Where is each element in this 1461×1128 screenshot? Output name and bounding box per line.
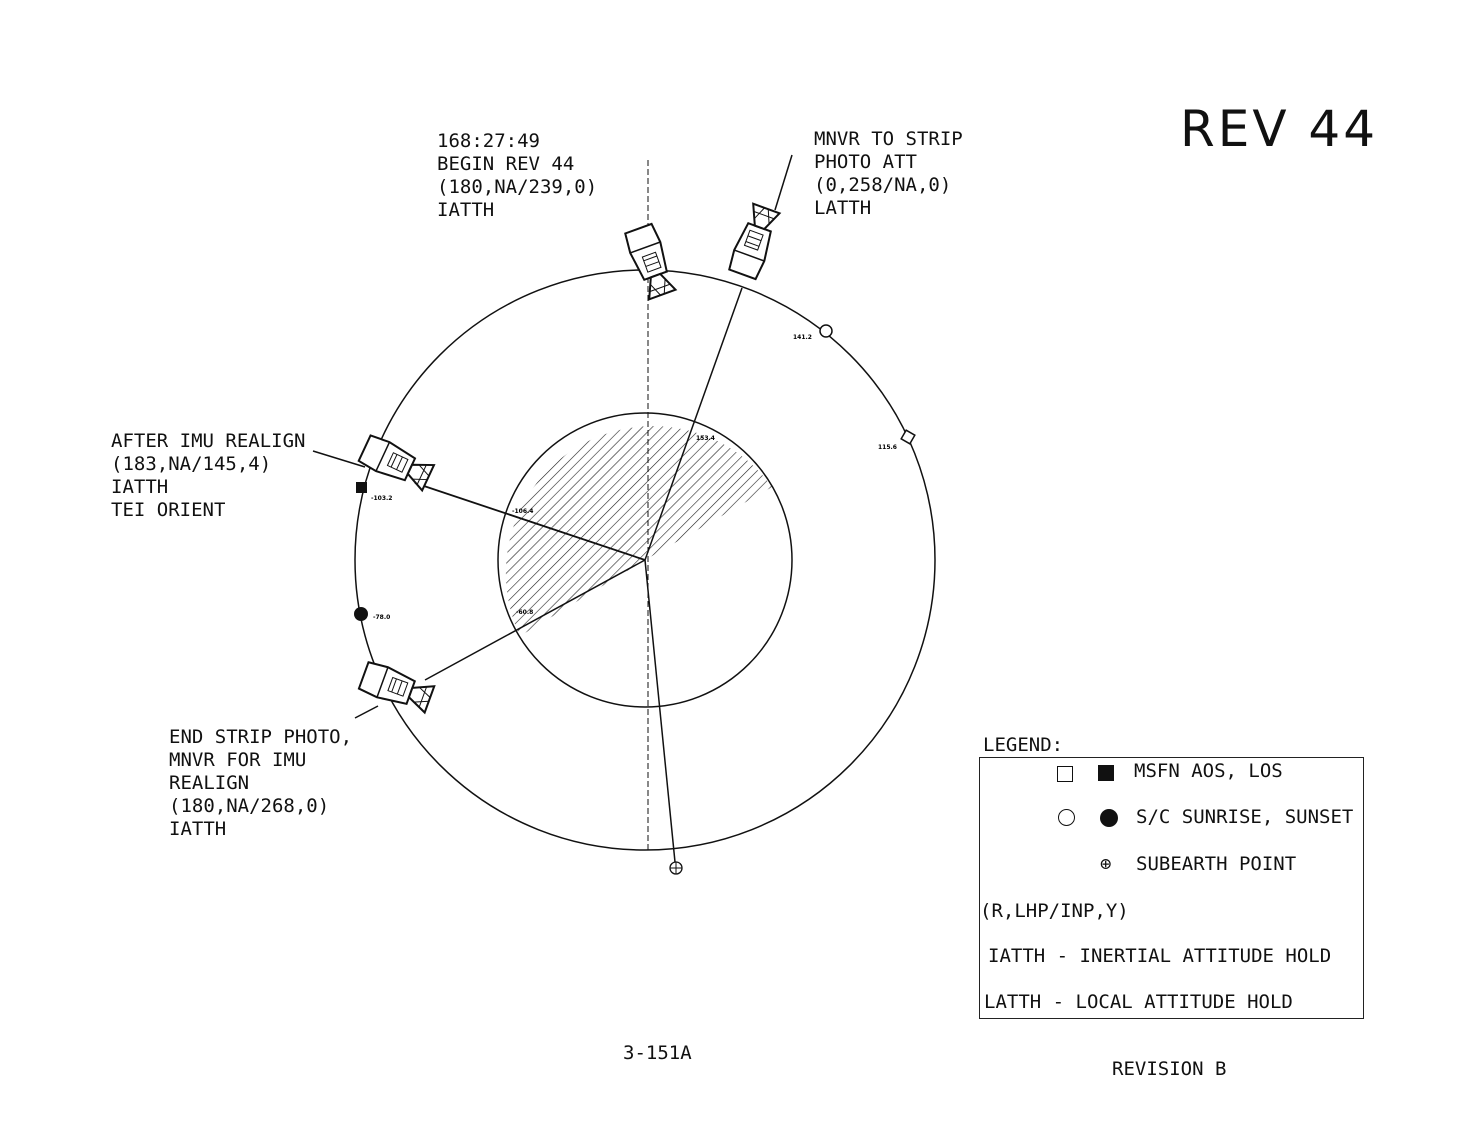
open-circle-icon <box>1058 809 1075 826</box>
shadow-region <box>505 426 772 636</box>
legend-iatth: IATTH - INERTIAL ATTITUDE HOLD <box>988 945 1332 967</box>
subearth-point-icon <box>669 861 683 875</box>
open-square-icon <box>1057 766 1073 782</box>
sunrise-time: 141.2 <box>793 334 812 341</box>
filled-circle-icon <box>1100 809 1118 827</box>
revision-label: REVISION B <box>1112 1058 1227 1080</box>
page-title: REV 44 <box>1180 100 1379 158</box>
sunset-time: -78.0 <box>373 614 390 621</box>
legend-msfn: MSFN AOS, LOS <box>1134 760 1283 782</box>
filled-square-icon <box>1098 765 1114 781</box>
inner-label-c: -60.8 <box>516 609 533 616</box>
los-marker-icon <box>356 482 367 493</box>
inner-label-a: 153.4 <box>696 435 715 442</box>
legend-format: (R,LHP/INP,Y) <box>980 900 1129 922</box>
subearth-icon: ⊕ <box>1100 853 1112 875</box>
legend-heading: LEGEND: <box>983 734 1064 756</box>
subearth-line <box>644 559 676 863</box>
spacecraft-icon <box>726 202 783 281</box>
aos-time: 115.6 <box>878 444 897 451</box>
legend-subearth: SUBEARTH POINT <box>1136 853 1297 875</box>
moon-circle <box>497 412 793 708</box>
sunrise-marker-icon <box>819 324 833 338</box>
spacecraft-icon <box>357 659 436 716</box>
sunset-marker-icon <box>354 607 368 621</box>
los-time: -103.2 <box>371 495 392 502</box>
inner-label-b: -106.4 <box>512 508 533 515</box>
legend: MSFN AOS, LOS S/C SUNRISE, SUNSET ⊕ SUBE… <box>979 757 1364 1019</box>
page-number: 3-151A <box>623 1042 692 1064</box>
legend-sun: S/C SUNRISE, SUNSET <box>1136 806 1354 828</box>
spacecraft-icon <box>622 222 679 301</box>
legend-latth: LATTH - LOCAL ATTITUDE HOLD <box>984 991 1293 1013</box>
spacecraft-icon <box>356 432 436 494</box>
aos-marker-icon <box>900 429 916 445</box>
